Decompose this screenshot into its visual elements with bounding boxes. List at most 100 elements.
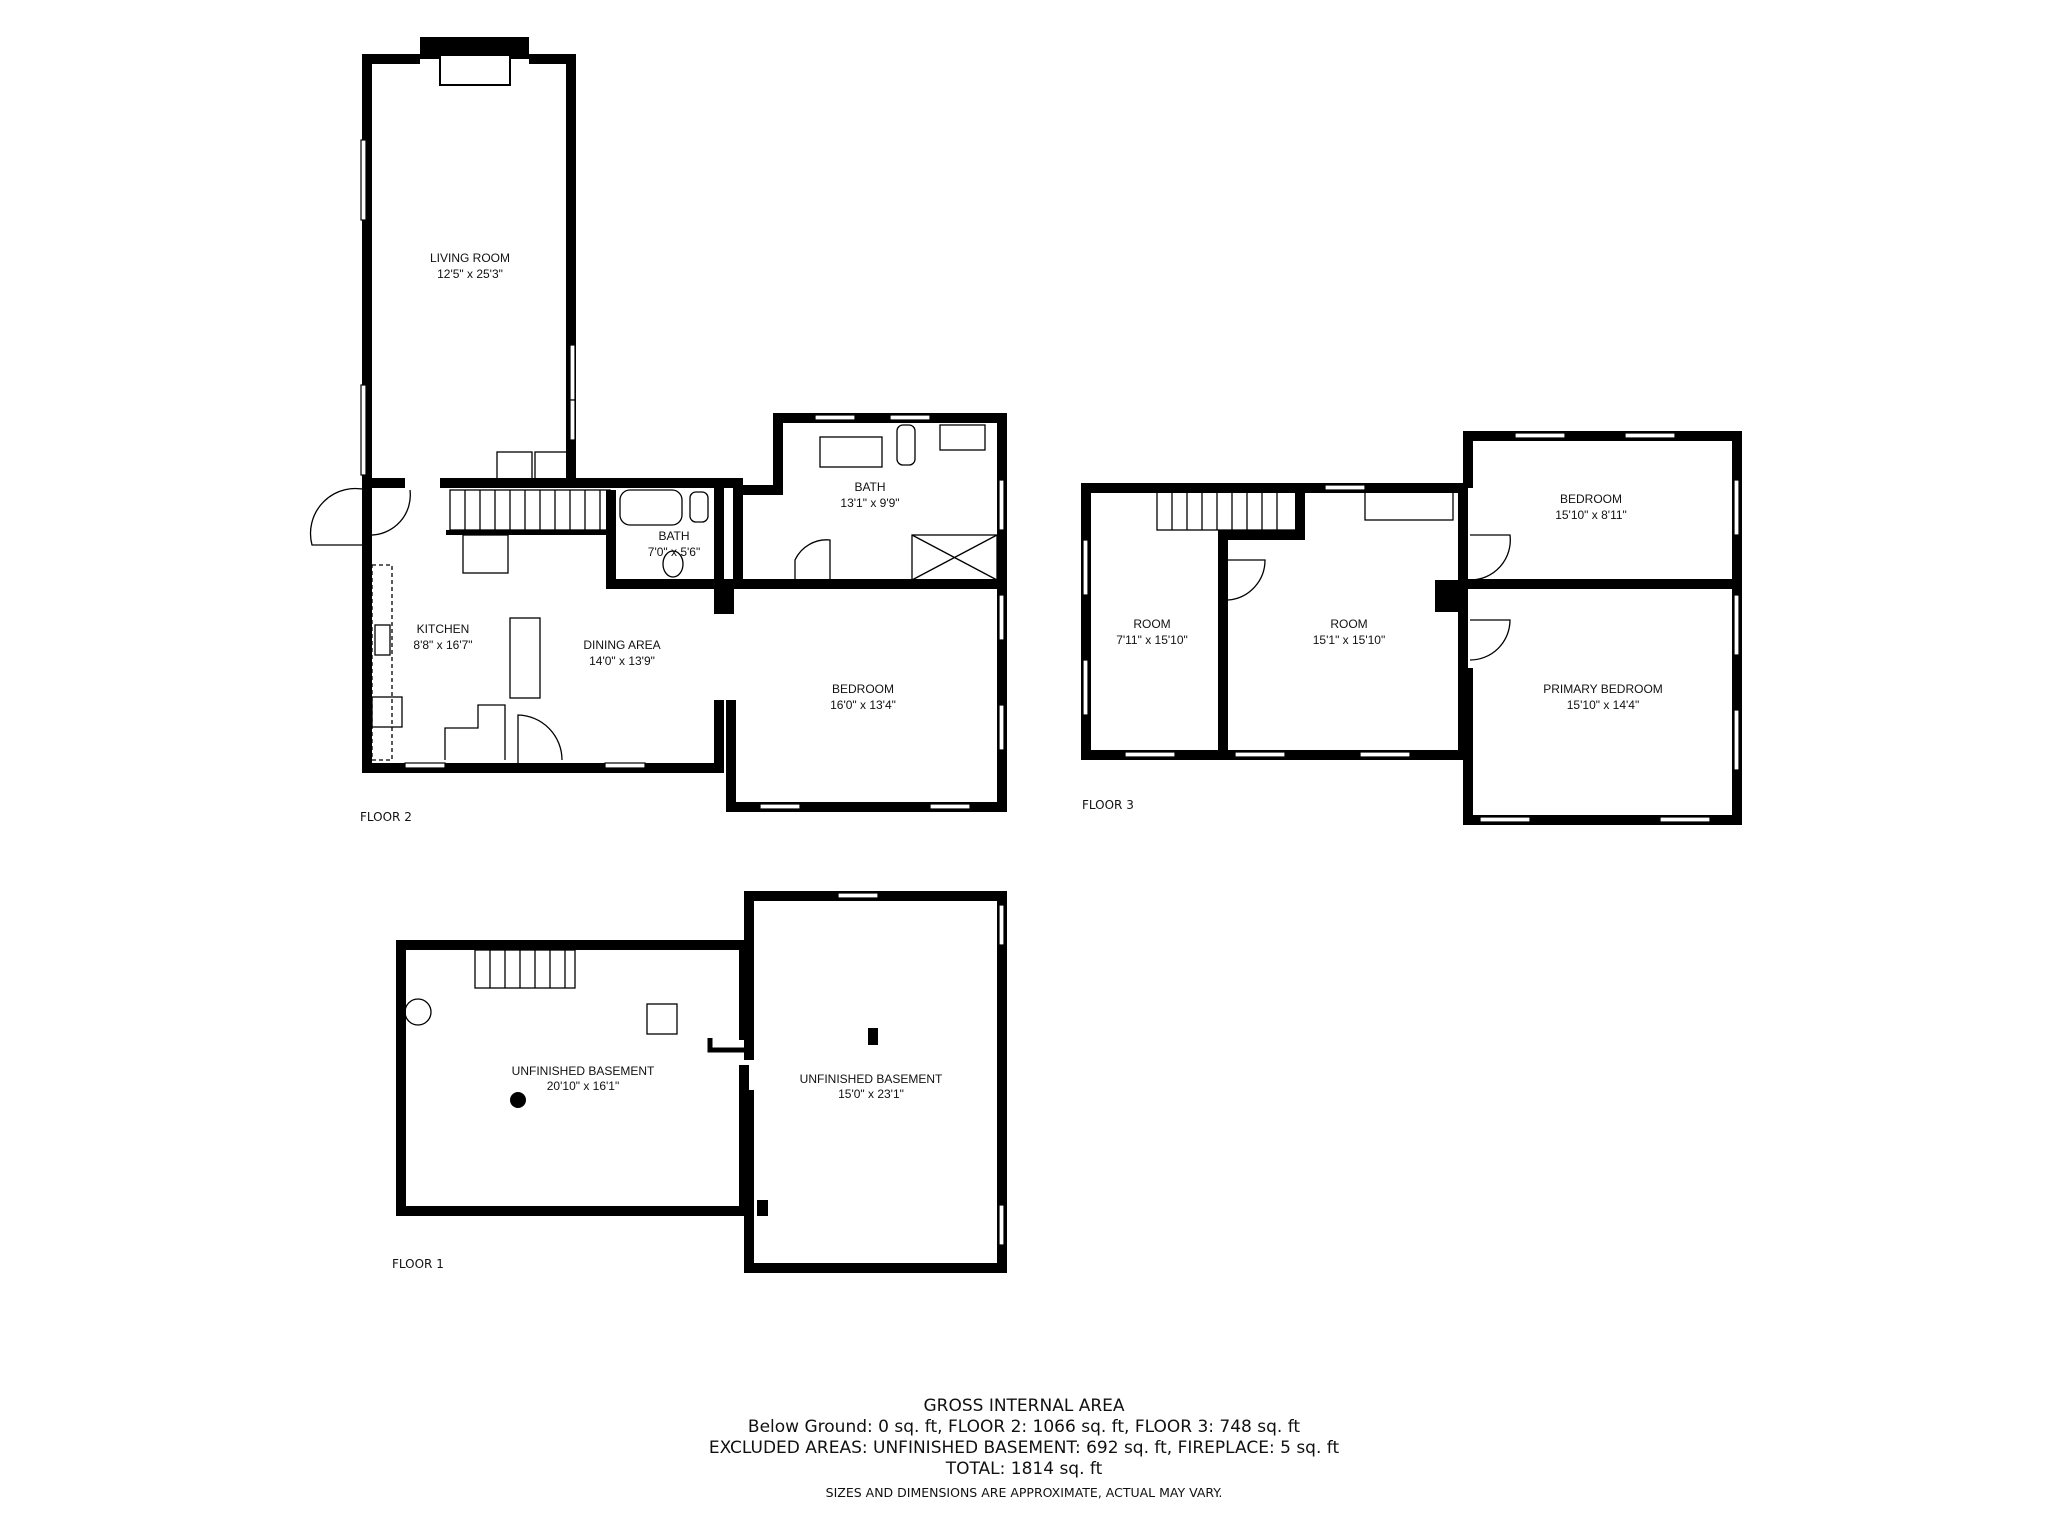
window	[889, 414, 931, 421]
floor-label: FLOOR 2	[360, 810, 412, 824]
entry-door	[309, 487, 368, 546]
toilet	[689, 491, 709, 523]
window	[814, 414, 856, 421]
window	[1624, 432, 1676, 439]
area-summary: GROSS INTERNAL AREA Below Ground: 0 sq. …	[709, 1396, 1340, 1500]
summary-total: TOTAL: 1814 sq. ft	[945, 1459, 1103, 1479]
chimney-block	[714, 584, 734, 614]
fireplace	[420, 37, 529, 59]
window	[1324, 484, 1366, 491]
window	[360, 139, 367, 221]
window	[1514, 432, 1566, 439]
room-dimensions: 15'10" x 14'4"	[1567, 698, 1640, 712]
ledge	[707, 1038, 744, 1053]
bathtub	[619, 489, 683, 526]
room-label: ROOM	[1133, 617, 1170, 631]
support-column	[868, 1028, 878, 1045]
window	[929, 803, 971, 810]
disclaimer: SIZES AND DIMENSIONS ARE APPROXIMATE, AC…	[826, 1485, 1223, 1500]
stairs-down	[444, 704, 506, 760]
window	[404, 762, 446, 769]
window	[837, 892, 879, 899]
window	[998, 479, 1005, 531]
room-dimensions: 12'5" x 25'3"	[437, 267, 503, 281]
room-label: DINING AREA	[583, 638, 660, 652]
window	[1124, 751, 1176, 758]
window	[1234, 751, 1286, 758]
furnace	[646, 1003, 678, 1035]
door-swing	[794, 539, 831, 580]
support-column	[757, 1200, 768, 1216]
summary-excluded: EXCLUDED AREAS: UNFINISHED BASEMENT: 692…	[709, 1438, 1340, 1458]
floor-3-plan: ROOM 7'11" x 15'10" ROOM 15'1" x 15'10" …	[1081, 431, 1742, 825]
door-swing	[1227, 559, 1266, 601]
room-dimensions: 16'0" x 13'4"	[830, 698, 896, 712]
toilet	[896, 424, 916, 466]
staircase	[474, 949, 576, 989]
stair-treads	[489, 950, 566, 988]
room-dimensions: 15'1" x 15'10"	[1313, 633, 1386, 647]
staircase	[449, 489, 611, 531]
window	[1733, 709, 1740, 771]
room-label: KITCHEN	[417, 622, 470, 636]
window	[1659, 816, 1711, 823]
door-swing	[369, 489, 411, 536]
bedroom-walls	[726, 584, 1007, 812]
window	[1359, 751, 1411, 758]
floor-1-plan: UNFINISHED BASEMENT 20'10" x 16'1" UNFIN…	[392, 891, 1007, 1273]
vanity	[819, 436, 883, 468]
island	[509, 617, 541, 699]
door-swing	[1469, 619, 1511, 661]
door-swing	[517, 714, 563, 765]
window	[569, 399, 576, 441]
window	[360, 384, 367, 476]
room-dimensions: 7'0" x 5'6"	[648, 545, 700, 559]
room-label: PRIMARY BEDROOM	[1543, 682, 1663, 696]
room-label: BEDROOM	[1560, 492, 1622, 506]
room-label: BEDROOM	[832, 682, 894, 696]
sink	[662, 550, 684, 578]
room-dimensions: 15'10" x 8'11"	[1555, 508, 1627, 522]
basement-left-walls	[396, 940, 749, 1216]
room-dimensions: 13'1" x 9'9"	[840, 496, 899, 510]
summary-title: GROSS INTERNAL AREA	[923, 1396, 1124, 1416]
stair-treads	[464, 490, 601, 530]
room-dimensions: 20'10" x 16'1"	[547, 1079, 620, 1093]
chimney	[1435, 580, 1463, 612]
room-label: BATH	[658, 529, 689, 543]
floor-label: FLOOR 3	[1082, 798, 1134, 812]
window	[998, 704, 1005, 751]
room-dimensions: 15'0" x 23'1"	[838, 1087, 904, 1101]
kitchen-counter	[371, 564, 393, 761]
window	[1733, 479, 1740, 536]
living-room-walls	[362, 54, 576, 483]
main-floor-walls	[362, 478, 724, 773]
door-swing	[1469, 534, 1511, 581]
support-post	[510, 1092, 526, 1108]
window	[759, 803, 801, 810]
counter	[1364, 491, 1454, 521]
window	[998, 1204, 1005, 1246]
summary-floors: Below Ground: 0 sq. ft, FLOOR 2: 1066 sq…	[748, 1417, 1300, 1437]
window	[569, 344, 576, 401]
stair-wall	[446, 530, 614, 535]
room-label: BATH	[854, 480, 885, 494]
staircase	[1156, 489, 1298, 531]
room-dimensions: 7'11" x 15'10"	[1116, 633, 1188, 647]
basement-right-walls	[744, 891, 1007, 1273]
shower	[911, 534, 998, 581]
interior-wall	[1218, 488, 1305, 755]
room-label: ROOM	[1330, 617, 1367, 631]
room-label: LIVING ROOM	[430, 251, 510, 265]
water-heater	[404, 998, 432, 1026]
fireplace-hearth	[439, 54, 511, 86]
window	[1082, 539, 1089, 596]
sink	[374, 624, 391, 656]
floor-label: FLOOR 1	[392, 1257, 444, 1271]
stair-treads	[1171, 490, 1278, 530]
window	[604, 762, 646, 769]
room-label: UNFINISHED BASEMENT	[512, 1064, 655, 1078]
room-dimensions: 14'0" x 13'9"	[589, 654, 655, 668]
stove	[371, 696, 403, 728]
